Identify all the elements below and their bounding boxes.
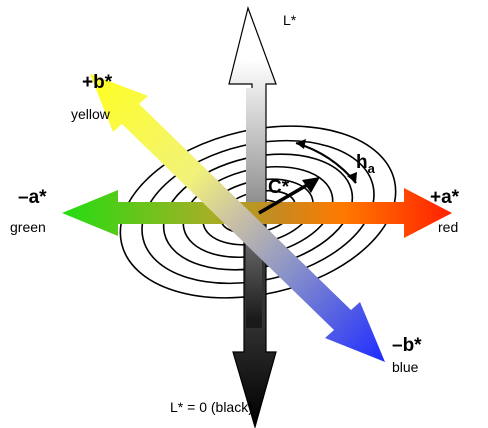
negative-b-color-label: blue	[392, 359, 419, 375]
positive-b-label: +b*	[82, 72, 113, 93]
negative-a-label: –a*	[18, 187, 47, 208]
chroma-vector: C*	[258, 177, 320, 215]
yellow-blue-axis	[90, 74, 385, 362]
negative-b-label: –b*	[392, 335, 422, 356]
yellow-blue-axis-arrow	[90, 74, 385, 362]
negative-a-color-label: green	[10, 219, 46, 235]
red-green-axis	[62, 188, 452, 238]
red-green-axis-arrow	[62, 188, 452, 238]
positive-a-label: +a*	[430, 187, 460, 208]
positive-b-color-label: yellow	[71, 106, 111, 122]
hue-label: ha	[356, 152, 376, 176]
chroma-label: C*	[268, 177, 290, 198]
positive-a-color-label: red	[438, 219, 458, 235]
hue-angle-annotation: ha	[295, 139, 376, 184]
lightness-top-label: L*	[283, 12, 297, 28]
lightness-bottom-label: L* = 0 (black)	[170, 399, 253, 415]
